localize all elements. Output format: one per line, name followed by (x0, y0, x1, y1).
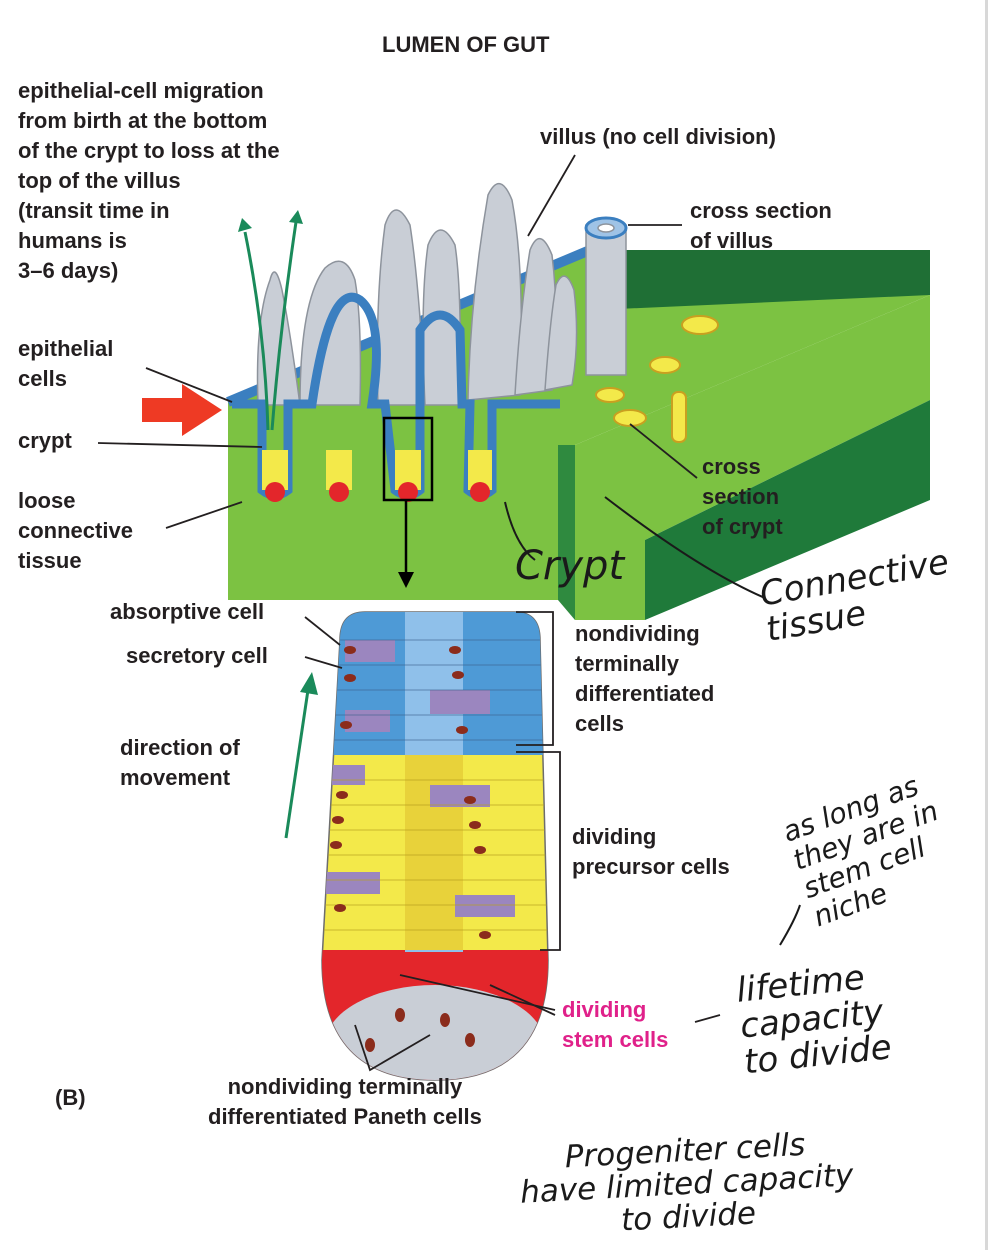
label-absorptive-cell: absorptive cell (110, 599, 265, 624)
migration-arrowhead-right (289, 210, 303, 224)
handwritten-progenitor: Progeniter cells have limited capacity t… (519, 1126, 855, 1239)
label-secretory-cell: secretory cell (126, 643, 268, 668)
label-nondividing-terminally: nondividing terminally differentiated ce… (575, 621, 715, 736)
label-epithelial-cells: epithelial cells (18, 336, 114, 391)
epithelial-line (232, 292, 560, 500)
handwritten-lifetime: lifetime capacity to divide (734, 957, 894, 1083)
label-villus: villus (no cell division) (540, 124, 776, 149)
label-direction-of-movement: direction of movement (120, 735, 240, 790)
red-pointer-arrow (142, 384, 222, 436)
crypt-bases (262, 450, 492, 502)
label-loose-connective-tissue: loose connective tissue (18, 488, 133, 573)
label-cross-section-villus: cross section of villus (690, 198, 832, 253)
handwritten-strokes (504, 496, 801, 946)
handwritten-crypt: Crypt (515, 543, 625, 589)
leader-lines-bottom (304, 611, 721, 1072)
movement-arrowhead (300, 672, 318, 695)
label-cross-section-crypt: cross section of crypt (702, 454, 783, 539)
label-dividing-stem-cells: dividing stem cells (562, 997, 669, 1052)
page-title: LUMEN OF GUT (382, 32, 550, 57)
label-dividing-precursor: dividing precursor cells (572, 824, 730, 879)
panel-label: (B) (55, 1085, 86, 1110)
migration-arrowhead-left (238, 218, 252, 232)
leader-lines-top (97, 154, 698, 529)
page-edge (985, 0, 988, 1250)
zoom-box (382, 416, 434, 502)
label-paneth-cells: nondividing terminally differentiated Pa… (208, 1074, 482, 1129)
crypt-cross-sections (595, 315, 719, 443)
migration-arrows (243, 221, 298, 431)
zoom-arrowhead (398, 572, 414, 588)
crypt-enlarged (321, 611, 549, 1081)
label-migration: epithelial-cell migration from birth at … (18, 78, 280, 283)
label-crypt: crypt (18, 428, 72, 453)
movement-arrow-line (284, 689, 310, 839)
